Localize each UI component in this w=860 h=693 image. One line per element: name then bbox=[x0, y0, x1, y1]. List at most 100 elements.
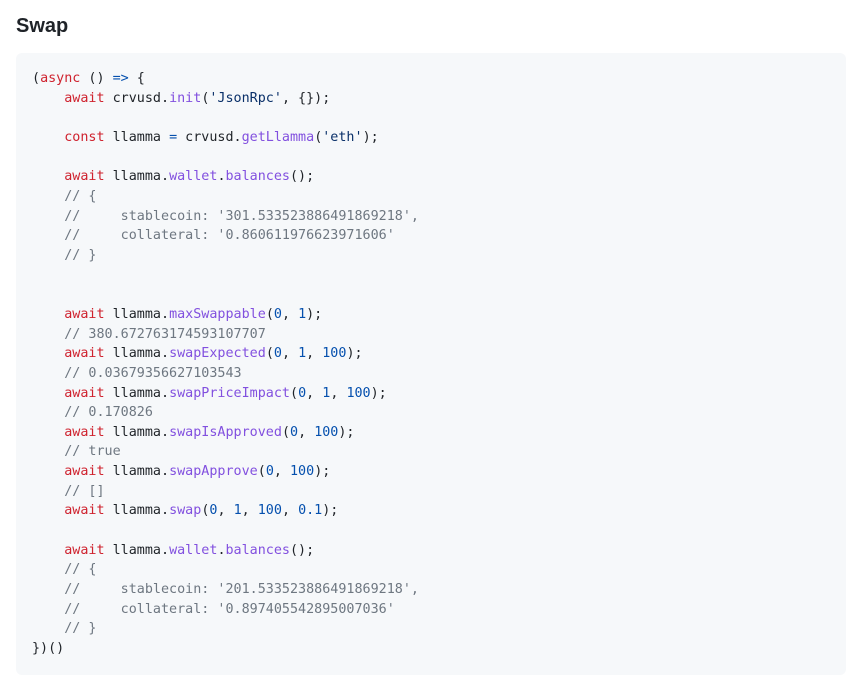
code-line: // } bbox=[32, 619, 830, 639]
comment: // true bbox=[64, 444, 121, 460]
code-line: await llamma.swap(0, 1, 100, 0.1); bbox=[32, 501, 830, 521]
code-text: llamma. bbox=[104, 385, 170, 401]
code-line: await llamma.swapIsApproved(0, 100); bbox=[32, 423, 830, 443]
code-text bbox=[32, 130, 64, 145]
code-text bbox=[32, 425, 64, 440]
code-text: . bbox=[217, 169, 226, 185]
code-line: await llamma.wallet.balances(); bbox=[32, 541, 830, 561]
operator: = bbox=[169, 129, 178, 145]
code-text bbox=[32, 503, 64, 518]
code-text: , bbox=[241, 503, 258, 519]
code-line: // collateral: '0.860611976623971606' bbox=[32, 226, 830, 246]
code-text: , bbox=[306, 385, 323, 401]
function-name: swapPriceImpact bbox=[169, 385, 290, 401]
comment: // stablecoin: '301.533523886491869218', bbox=[64, 208, 419, 224]
code-line: // true bbox=[32, 442, 830, 462]
number-literal: 100 bbox=[290, 464, 315, 480]
code-line: // collateral: '0.897405542895007036' bbox=[32, 600, 830, 620]
code-text: { bbox=[128, 71, 145, 86]
function-name: wallet bbox=[169, 169, 218, 185]
code-line: // stablecoin: '201.533523886491869218', bbox=[32, 580, 830, 600]
code-line: // 380.672763174593107707 bbox=[32, 325, 830, 345]
code-text: , bbox=[217, 503, 234, 519]
code-line: await llamma.swapExpected(0, 1, 100); bbox=[32, 344, 830, 364]
code-line bbox=[32, 108, 830, 128]
code-text: crvusd. bbox=[104, 90, 170, 106]
code-text: ( bbox=[265, 346, 274, 362]
code-text bbox=[32, 346, 64, 361]
comment: // collateral: '0.897405542895007036' bbox=[64, 601, 395, 617]
code-line: // 0.03679356627103543 bbox=[32, 364, 830, 384]
code-text: llamma. bbox=[104, 464, 170, 480]
code-line bbox=[32, 521, 830, 541]
code-line: // } bbox=[32, 246, 830, 266]
keyword: await bbox=[64, 503, 105, 519]
comment: // } bbox=[64, 247, 97, 263]
code-text bbox=[32, 189, 64, 204]
code-text: llamma. bbox=[104, 424, 170, 440]
number-literal: 100 bbox=[346, 385, 371, 401]
string-literal: 'eth' bbox=[322, 129, 363, 145]
number-literal: 0 bbox=[298, 385, 307, 401]
code-text: ); bbox=[346, 346, 363, 362]
function-name: swapIsApproved bbox=[169, 424, 282, 440]
number-literal: 0 bbox=[265, 464, 274, 480]
keyword: await bbox=[64, 306, 105, 322]
code-text bbox=[32, 169, 64, 184]
keyword: await bbox=[64, 90, 105, 106]
function-name: swapApprove bbox=[169, 464, 258, 480]
keyword: await bbox=[64, 169, 105, 185]
code-text: llamma. bbox=[104, 346, 170, 362]
section-title: Swap bbox=[16, 15, 69, 37]
number-literal: 100 bbox=[314, 424, 339, 440]
code-text: llamma. bbox=[104, 169, 170, 185]
number-literal: 0 bbox=[209, 503, 218, 519]
function-name: maxSwappable bbox=[169, 306, 266, 322]
comment: // 380.672763174593107707 bbox=[64, 326, 266, 342]
code-text: ( bbox=[201, 503, 210, 519]
code-text bbox=[32, 405, 64, 420]
code-text: llamma. bbox=[104, 503, 170, 519]
number-literal: 0 bbox=[273, 306, 282, 322]
code-line: // { bbox=[32, 187, 830, 207]
code-text: })() bbox=[32, 641, 65, 657]
code-line: await llamma.swapPriceImpact(0, 1, 100); bbox=[32, 384, 830, 404]
function-name: balances bbox=[225, 542, 291, 558]
code-text bbox=[32, 248, 64, 263]
comment: // collateral: '0.860611976623971606' bbox=[64, 228, 395, 244]
code-text: ); bbox=[338, 424, 355, 440]
code-text: , bbox=[330, 385, 347, 401]
code-text bbox=[32, 602, 64, 617]
code-text: ( bbox=[314, 129, 323, 145]
code-line: // stablecoin: '301.533523886491869218', bbox=[32, 207, 830, 227]
code-text: , {}); bbox=[281, 90, 331, 106]
keyword: await bbox=[64, 542, 105, 558]
code-text bbox=[32, 543, 64, 558]
code-text: ( bbox=[32, 71, 41, 86]
number-literal: 1 bbox=[233, 503, 242, 519]
function-name: swapExpected bbox=[169, 346, 266, 362]
code-line: const llamma = crvusd.getLlamma('eth'); bbox=[32, 128, 830, 148]
comment: // } bbox=[64, 621, 97, 637]
code-line bbox=[32, 266, 830, 286]
number-literal: 100 bbox=[322, 346, 347, 362]
code-text: ( bbox=[201, 90, 210, 106]
number-literal: 1 bbox=[298, 306, 307, 322]
function-name: balances bbox=[225, 169, 291, 185]
code-text bbox=[32, 366, 64, 381]
code-text: (); bbox=[290, 169, 315, 185]
comment: // { bbox=[64, 562, 97, 578]
code-line: // 0.170826 bbox=[32, 403, 830, 423]
keyword: await bbox=[64, 424, 105, 440]
code-block: (async () => { await crvusd.init('JsonRp… bbox=[16, 53, 846, 675]
code-text bbox=[32, 621, 64, 636]
code-text bbox=[32, 386, 64, 401]
function-name: init bbox=[169, 90, 202, 106]
code-text: , bbox=[281, 306, 299, 322]
code-line: await llamma.wallet.balances(); bbox=[32, 167, 830, 187]
code-text: () bbox=[80, 71, 113, 86]
code-line: await crvusd.init('JsonRpc', {}); bbox=[32, 89, 830, 109]
code-text: llamma. bbox=[104, 542, 170, 558]
function-name: getLlamma bbox=[241, 129, 315, 145]
code-text: ( bbox=[265, 306, 274, 322]
